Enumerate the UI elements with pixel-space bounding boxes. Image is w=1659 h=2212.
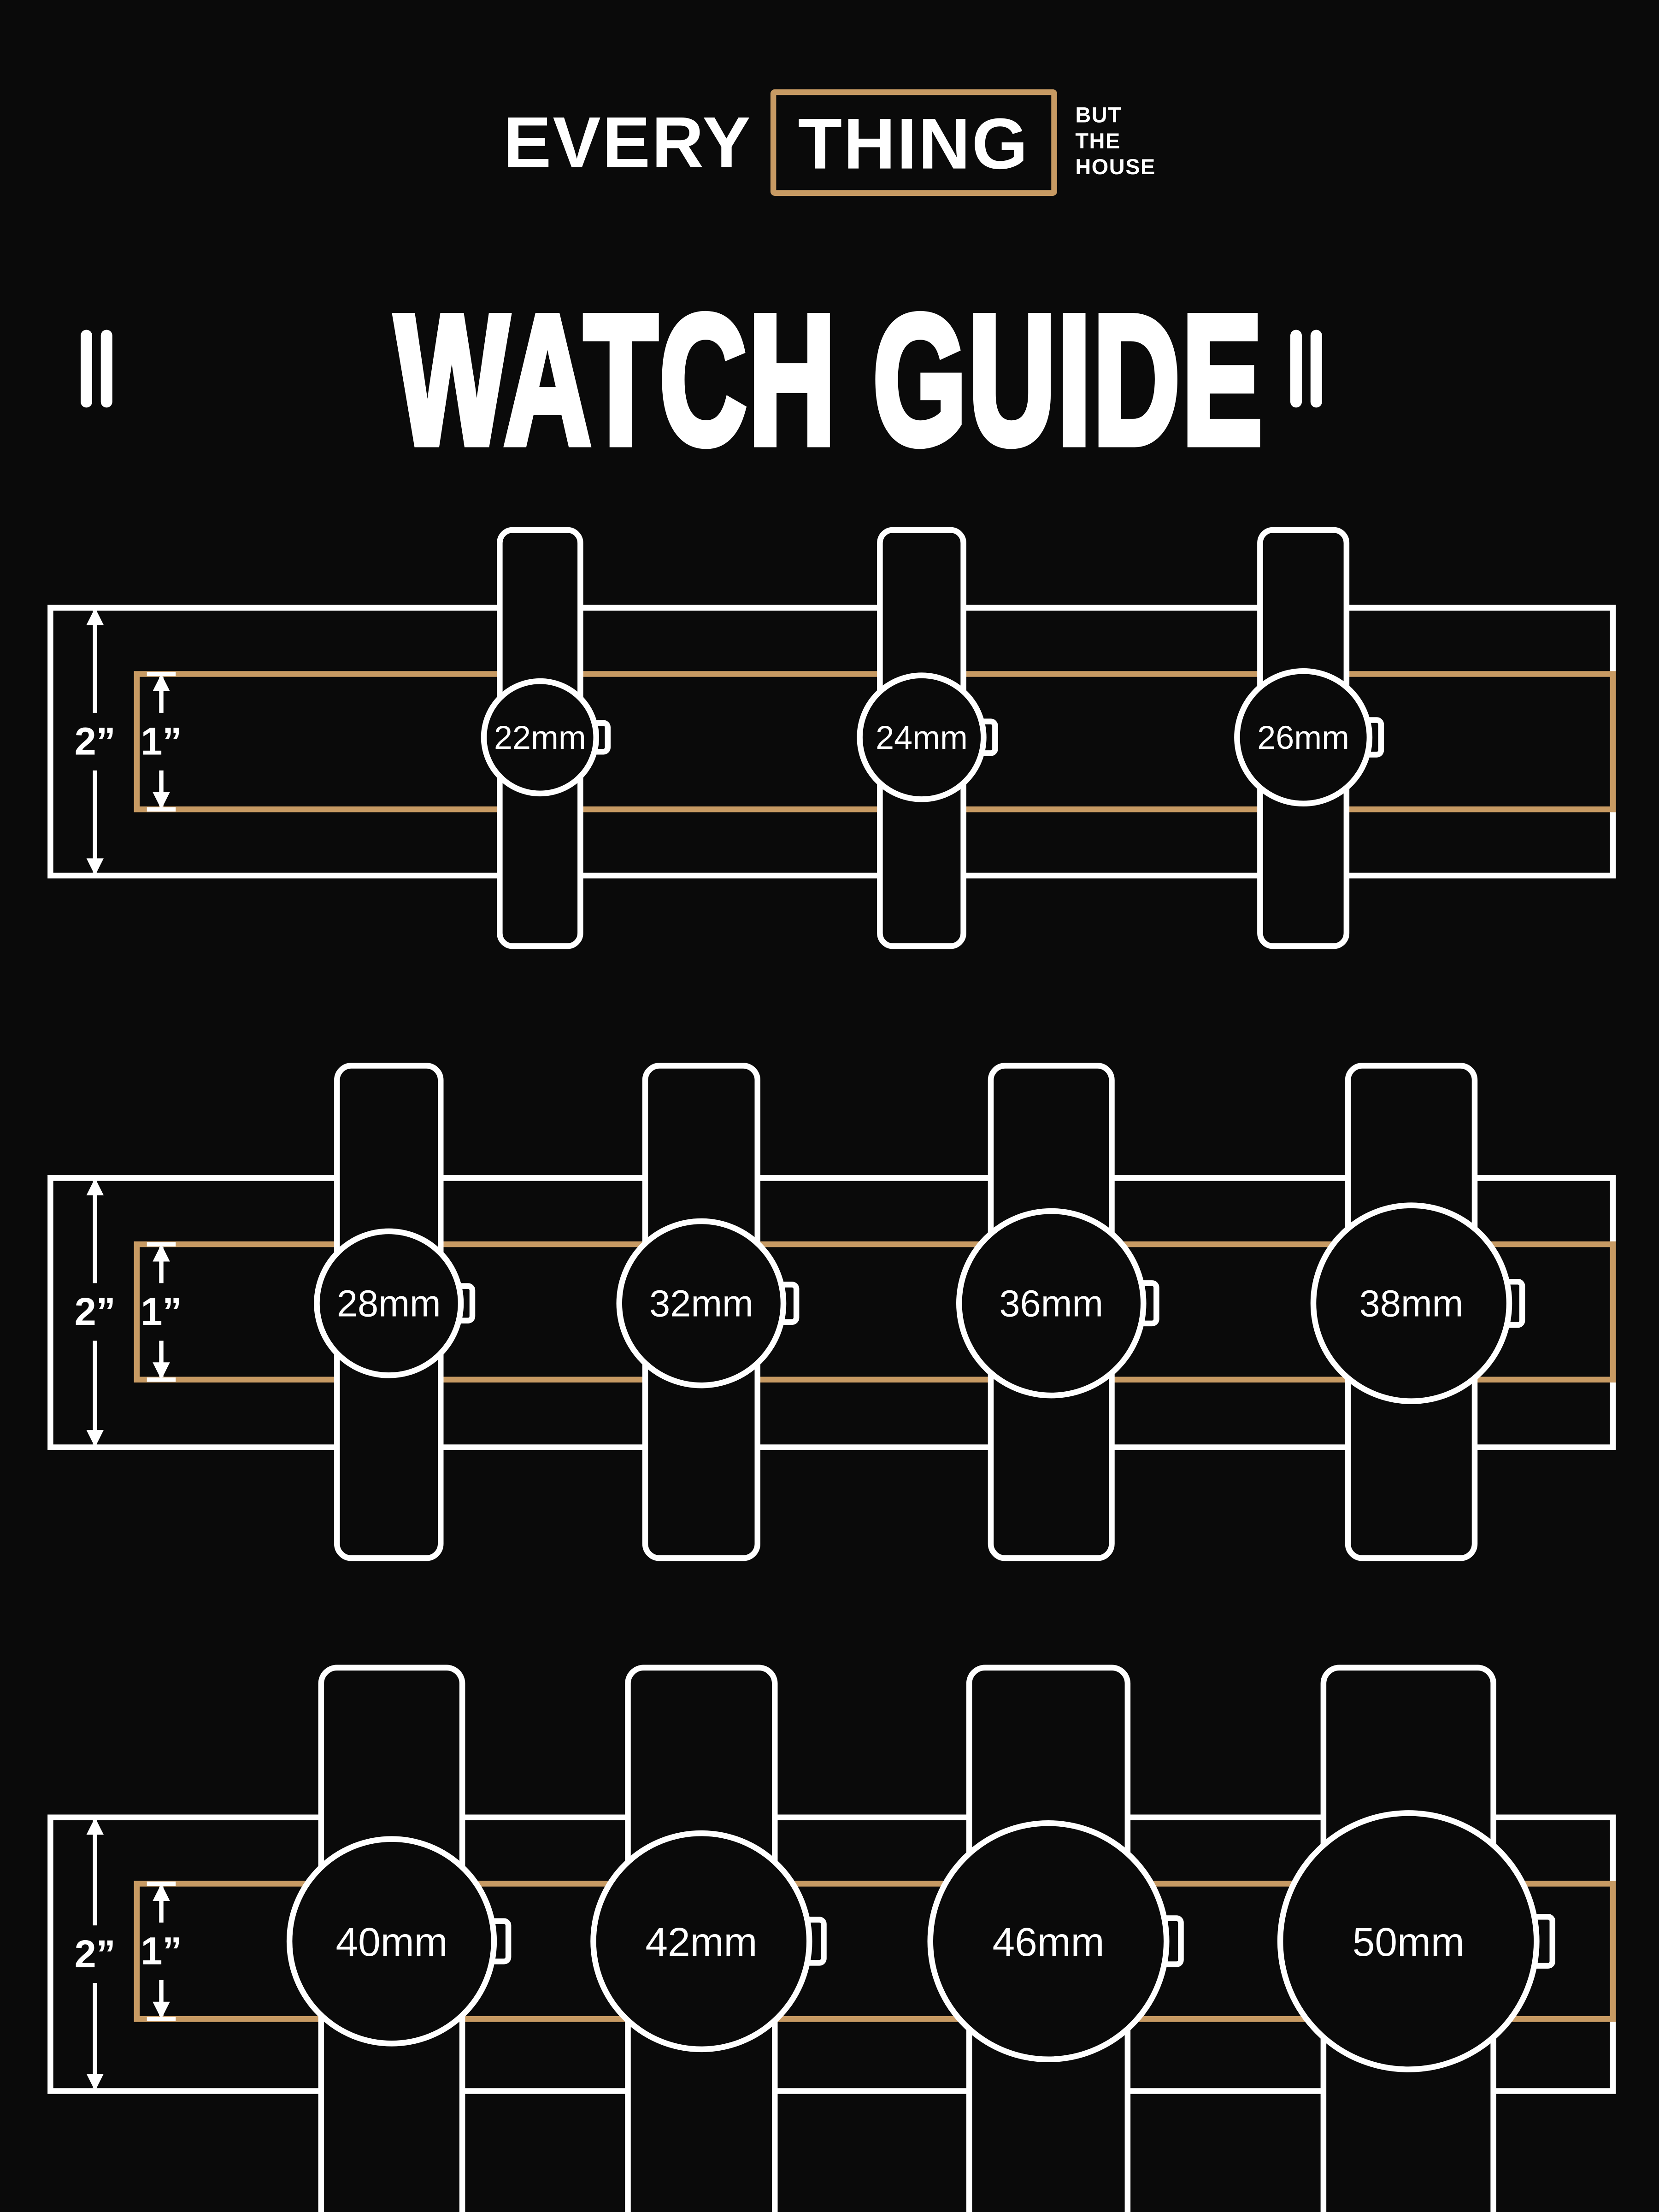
watch-26mm: 26mm bbox=[1234, 527, 1384, 949]
watch-size-label: 28mm bbox=[337, 1282, 441, 1324]
watch-24mm: 24mm bbox=[857, 527, 998, 949]
dim-label-1in: 1” bbox=[141, 1930, 182, 1973]
row-small-watches: 2” 1” 22mm 24mm bbox=[47, 527, 1616, 949]
watch-case bbox=[927, 1820, 1170, 2062]
logo-tagline-house: HOUSE bbox=[1075, 155, 1156, 180]
watch-case bbox=[956, 1208, 1147, 1399]
dimension-2-inch: 2” bbox=[75, 1176, 116, 1450]
logo-word-every: EVERY bbox=[503, 102, 752, 183]
logo-word-thing: THING bbox=[798, 104, 1030, 184]
dim-label-1in: 1” bbox=[141, 1290, 182, 1333]
watch-case bbox=[857, 672, 987, 802]
watch-50mm: 50mm bbox=[1277, 1665, 1555, 2212]
watch-case bbox=[590, 1830, 812, 2053]
watch-32mm: 32mm bbox=[616, 1063, 800, 1561]
watch-case bbox=[1310, 1202, 1512, 1404]
dim-label-1in: 1” bbox=[141, 720, 182, 763]
watch-size-label: 32mm bbox=[649, 1282, 753, 1324]
row-large-watches: 2” 1” 40mm 42mm bbox=[47, 1665, 1616, 2212]
row-medium-watches: 2” 1” 28mm 32mm bbox=[47, 1063, 1616, 1561]
watch-size-label: 40mm bbox=[335, 1919, 447, 1965]
watch-case bbox=[1234, 668, 1373, 806]
dimension-1-inch: 1” bbox=[141, 1881, 182, 2021]
logo-tagline: BUT THE HOUSE bbox=[1075, 104, 1156, 182]
dim-label-2in: 2” bbox=[75, 1932, 116, 1976]
watch-size-label: 24mm bbox=[876, 719, 968, 756]
watch-case bbox=[286, 1836, 497, 2047]
logo-thing-box: THING bbox=[771, 89, 1057, 196]
watch-40mm: 40mm bbox=[286, 1665, 512, 2212]
band-inner-1in bbox=[134, 671, 1616, 812]
watch-22mm: 22mm bbox=[481, 527, 611, 949]
watch-case bbox=[481, 678, 599, 797]
watch-42mm: 42mm bbox=[590, 1665, 827, 2212]
dimension-1-inch: 1” bbox=[141, 671, 182, 812]
dim-label-2in: 2” bbox=[75, 720, 116, 763]
logo-tagline-the: THE bbox=[1075, 129, 1121, 154]
watch-38mm: 38mm bbox=[1310, 1063, 1525, 1561]
watch-case bbox=[314, 1228, 464, 1378]
dimension-1-inch: 1” bbox=[141, 1242, 182, 1382]
title-row: WATCH GUIDE bbox=[0, 284, 1659, 476]
watch-size-label: 38mm bbox=[1359, 1282, 1464, 1324]
band-inner-1in bbox=[134, 1241, 1616, 1382]
dim-label-2in: 2” bbox=[75, 1290, 116, 1333]
band-inner-1in bbox=[134, 1881, 1616, 2022]
watch-size-label: 50mm bbox=[1353, 1919, 1465, 1965]
watch-46mm: 46mm bbox=[927, 1665, 1184, 2212]
watch-case bbox=[616, 1218, 787, 1388]
logo-tagline-but: BUT bbox=[1075, 104, 1122, 129]
inch-mark-left-icon bbox=[81, 329, 112, 408]
watch-size-label: 22mm bbox=[494, 719, 586, 756]
dimension-2-inch: 2” bbox=[75, 606, 116, 878]
watch-size-label: 36mm bbox=[999, 1282, 1103, 1324]
watch-size-label: 42mm bbox=[645, 1919, 757, 1965]
inch-mark-right-icon bbox=[1290, 329, 1322, 408]
watch-28mm: 28mm bbox=[314, 1063, 476, 1561]
page-title: WATCH GUIDE bbox=[392, 276, 1265, 483]
watch-case bbox=[1277, 1810, 1540, 2072]
watch-size-label: 46mm bbox=[992, 1919, 1104, 1965]
watch-size-label: 26mm bbox=[1257, 719, 1349, 756]
watch-36mm: 36mm bbox=[956, 1063, 1159, 1561]
ebth-logo: EVERY THING BUT THE HOUSE bbox=[0, 89, 1659, 196]
dimension-2-inch: 2” bbox=[75, 1815, 116, 2094]
